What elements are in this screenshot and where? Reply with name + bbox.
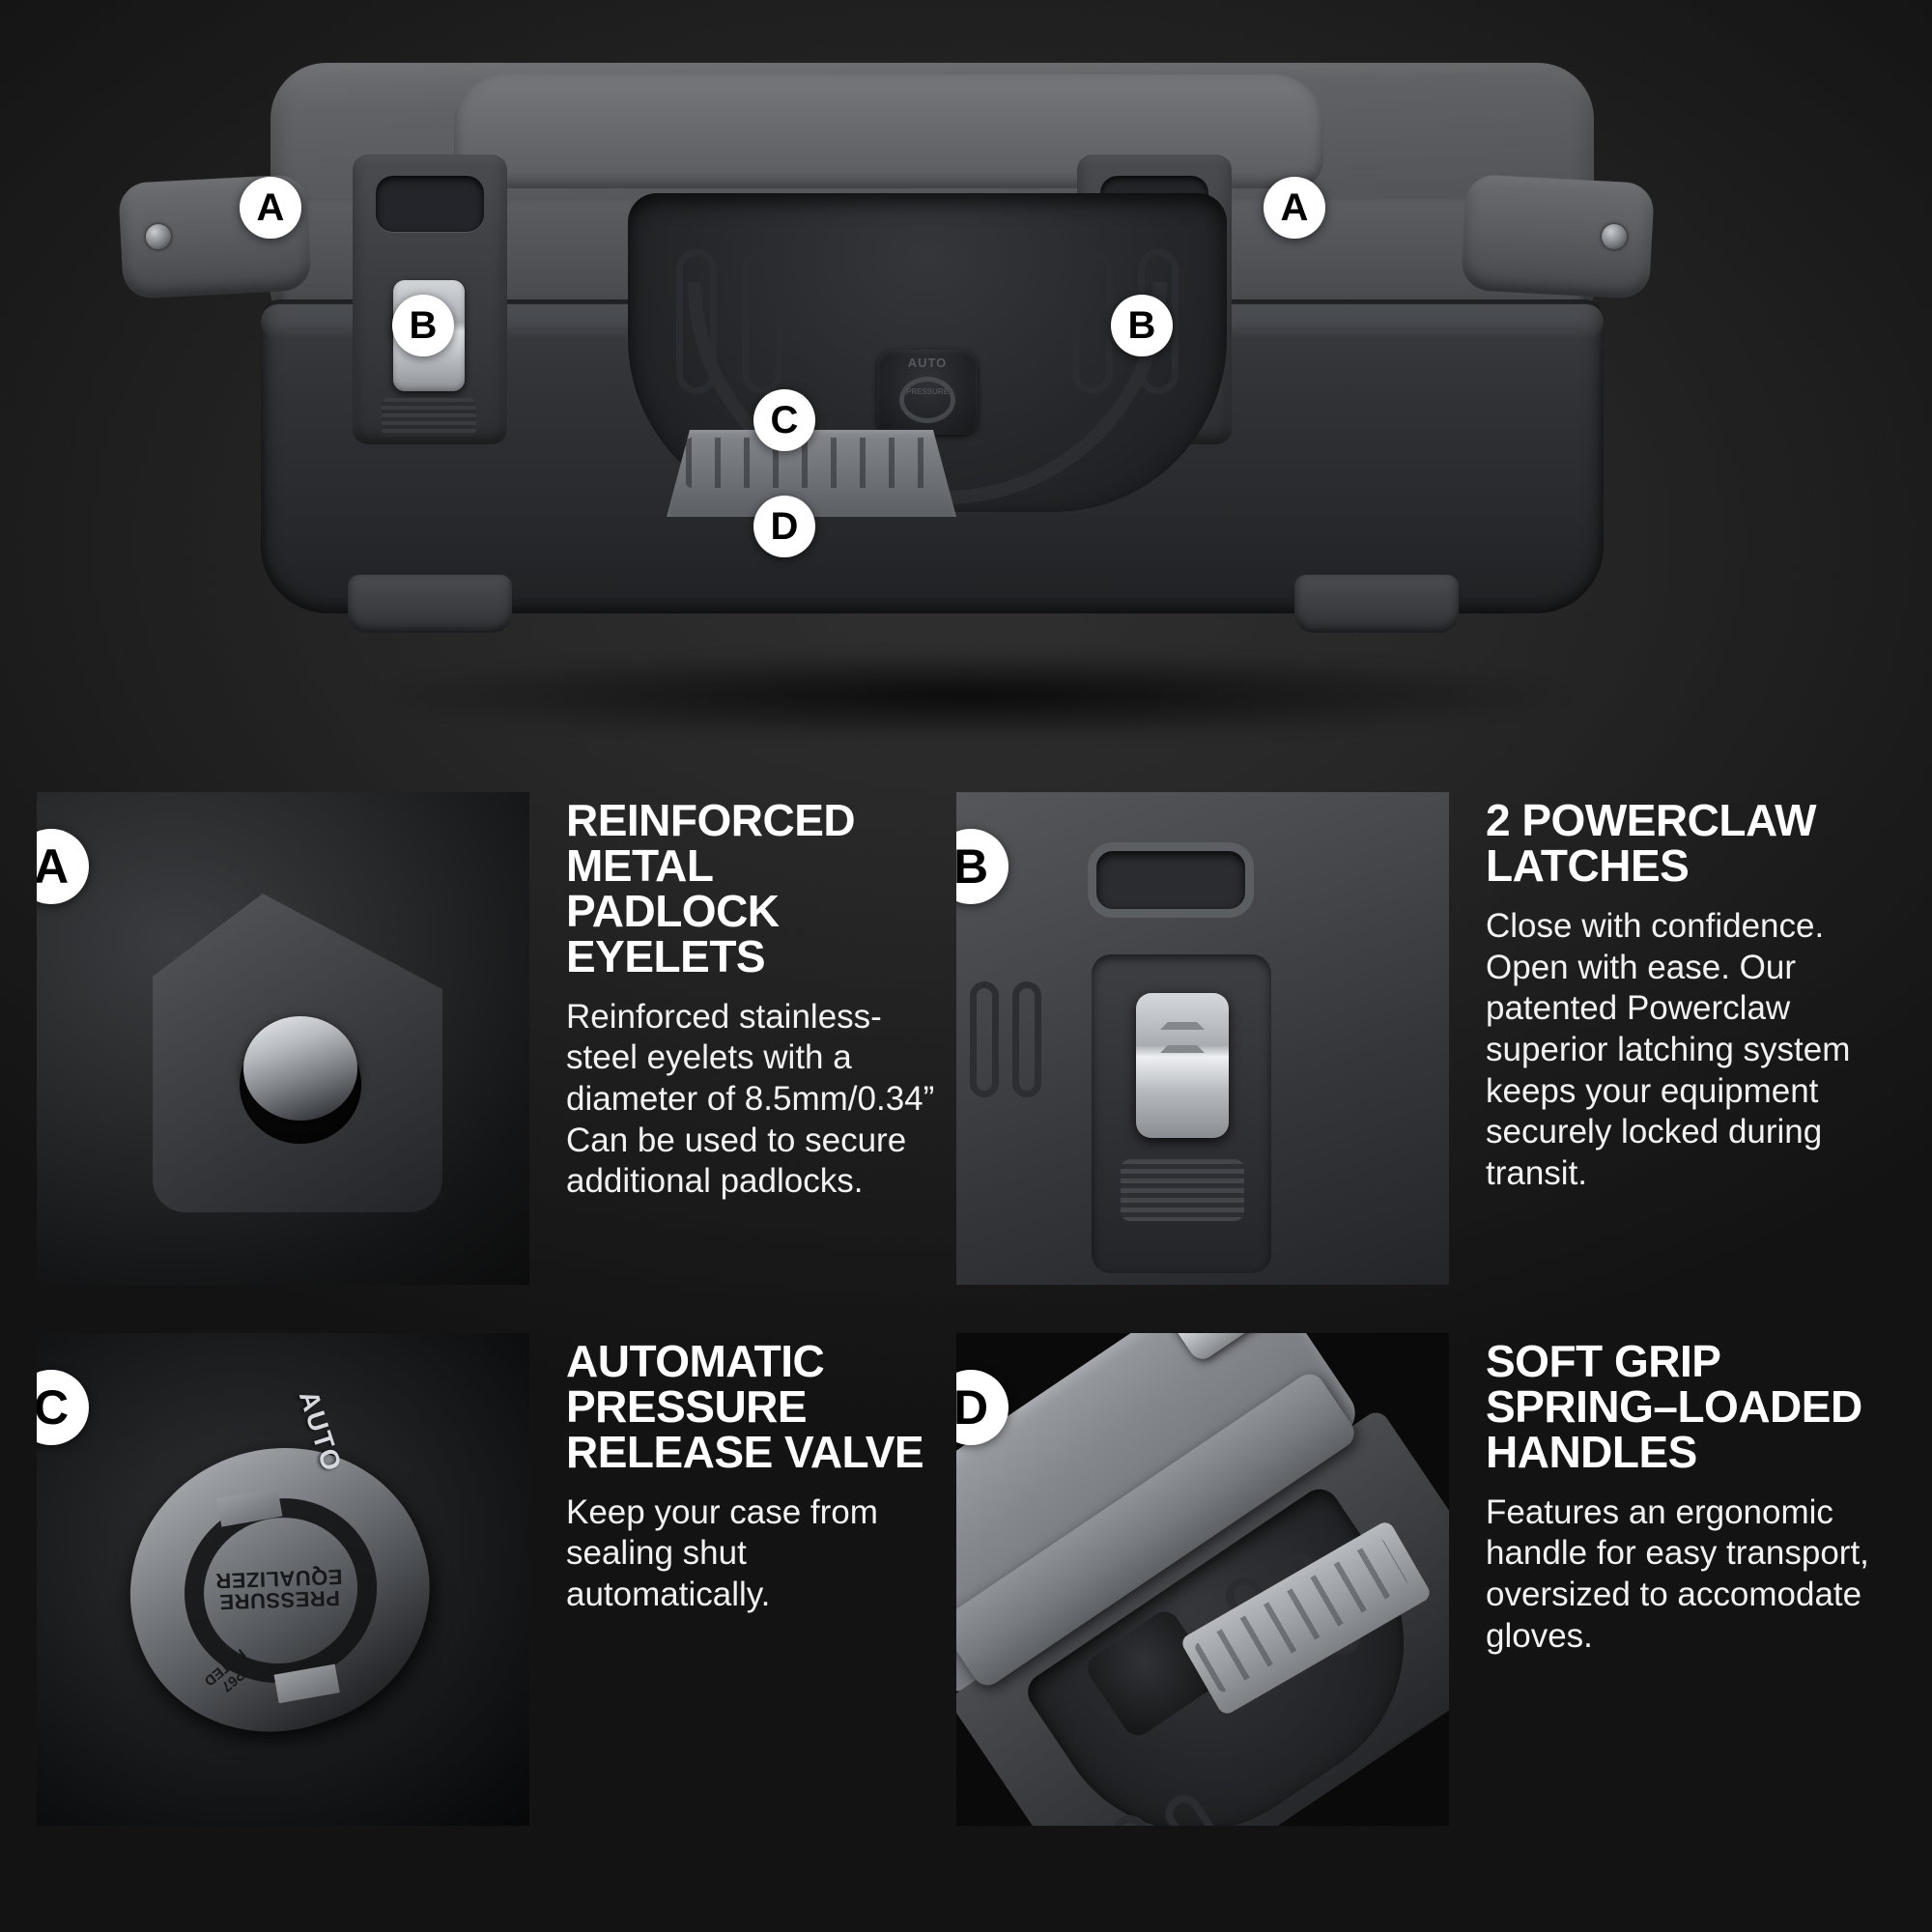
latch-slot-left [376, 176, 484, 232]
latch-photo-slot [1088, 842, 1254, 918]
eyelet-metal-ring [243, 1016, 357, 1121]
hero-callout-badge-a-right[interactable]: A [1264, 177, 1325, 239]
hero-callout-badge-b-left[interactable]: B [392, 295, 454, 356]
valve-pressure-equalizer-label: PRESSURE EQUALIZER [214, 1564, 343, 1614]
case-drop-shadow [377, 652, 1565, 739]
case-foot-right [1294, 575, 1459, 633]
hero-callout-badge-c[interactable]: C [753, 389, 815, 451]
hero-product-image: AUTO PRESSURE A B C D B A [0, 0, 1932, 773]
valve-ring [899, 377, 955, 423]
feature-body-d: Features an ergonomic handle for easy tr… [1486, 1492, 1869, 1655]
latch-photo-ribs [970, 981, 1053, 1175]
feature-title-d: SOFT GRIP SPRING–LOADED HANDLES [1486, 1336, 1862, 1477]
latch-photo-button [1136, 993, 1229, 1138]
padlock-eyelet-icon-left [145, 223, 172, 250]
feature-grid: A REINFORCED METAL PADLOCK EYELETS Reinf… [0, 773, 1932, 1932]
latch-photo-grip [1121, 1159, 1244, 1221]
pressure-release-valve: AUTO PRESSURE [877, 350, 978, 435]
feature-image-b: B [956, 792, 1449, 1285]
rib [1012, 981, 1041, 1097]
chevron-down-icon [1160, 1039, 1205, 1053]
valve-pressure-label: PRESSURE [905, 387, 950, 396]
rib [970, 981, 999, 1097]
feature-image-a: A [37, 792, 529, 1285]
feature-text-d: SOFT GRIP SPRING–LOADED HANDLES Features… [1449, 1333, 1884, 1826]
feature-body-c: Keep your case from sealing shut automat… [566, 1492, 878, 1614]
feature-card-b: B 2 POWERCLAW LATCHES Close with confide… [956, 792, 1884, 1285]
feature-card-a: A REINFORCED METAL PADLOCK EYELETS Reinf… [37, 792, 935, 1285]
feature-body-b: Close with confidence. Open with ease. O… [1486, 906, 1851, 1192]
valve-auto-label: AUTO [907, 355, 948, 370]
latch-photo-housing [1092, 954, 1271, 1273]
feature-image-d: D [956, 1333, 1449, 1826]
feature-image-c: PRESSURE EQUALIZER IP67 RATED AUTO C [37, 1333, 529, 1826]
soft-grip-handle-photo [956, 1333, 1449, 1826]
feature-title-b: 2 POWERCLAW LATCHES [1486, 795, 1817, 891]
hero-callout-badge-b-right[interactable]: B [1111, 295, 1173, 356]
pressure-valve-photo: PRESSURE EQUALIZER IP67 RATED AUTO [37, 1333, 529, 1826]
feature-card-d: D SOFT GRIP SPRING–LOADED HANDLES Featur… [956, 1333, 1884, 1826]
rotated-case-corner [956, 1333, 1449, 1826]
feature-title-c: AUTOMATIC PRESSURE RELEASE VALVE [566, 1336, 924, 1477]
case-foot-left [348, 575, 512, 633]
feature-text-a: REINFORCED METAL PADLOCK EYELETS Reinfor… [529, 792, 935, 1285]
side-handle-right [1460, 173, 1656, 300]
feature-card-c: PRESSURE EQUALIZER IP67 RATED AUTO C AUT… [37, 1333, 935, 1826]
padlock-eyelet-photo [37, 792, 529, 1285]
hero-callout-badge-d[interactable]: D [753, 496, 815, 557]
latch-grip-left [382, 398, 476, 437]
powerclaw-latch-photo [956, 792, 1449, 1285]
hero-stage: AUTO PRESSURE A B C D B A [117, 53, 1739, 739]
chevron-down-icon [1160, 1016, 1205, 1030]
hero-callout-badge-a-left[interactable]: A [240, 177, 301, 239]
valve-line2: EQUALIZER [214, 1564, 343, 1594]
feature-text-c: AUTOMATIC PRESSURE RELEASE VALVE Keep yo… [529, 1333, 935, 1826]
valve-disc: PRESSURE EQUALIZER IP67 RATED [93, 1409, 466, 1769]
soft-grip-ridges [686, 438, 939, 488]
padlock-eyelet-icon-right [1601, 223, 1628, 250]
feature-text-b: 2 POWERCLAW LATCHES Close with confidenc… [1449, 792, 1884, 1285]
feature-body-a: Reinforced stainless-steel eyelets with … [566, 997, 935, 1201]
feature-title-a: REINFORCED METAL PADLOCK EYELETS [566, 795, 856, 981]
